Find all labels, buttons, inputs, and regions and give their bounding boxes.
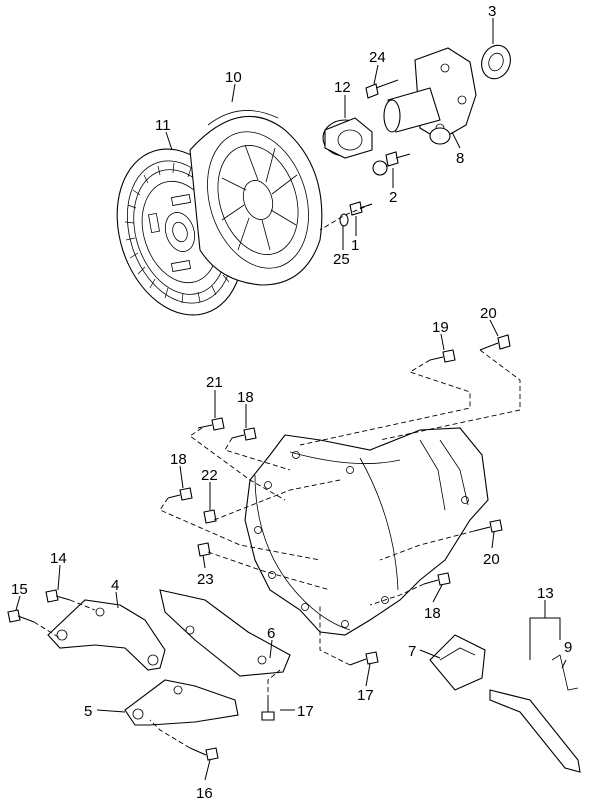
callout-6: 6 [267,625,275,642]
bolt-16 [189,747,219,761]
bolt-20-right [473,519,503,533]
callout-19: 19 [432,319,449,336]
spring-clip-9 [551,654,579,691]
callout-18-left: 18 [170,451,187,468]
callout-14: 14 [50,550,67,567]
callout-25: 25 [333,251,350,268]
bolt-14 [45,589,71,603]
callout-21: 21 [206,374,223,391]
bolt-17-bottom [261,700,275,721]
callout-18-upper: 18 [237,389,254,406]
callout-20-right: 20 [483,551,500,568]
callout-20-top: 20 [480,305,497,322]
callout-18-right: 18 [424,605,441,622]
nut-22 [203,509,217,524]
bolt-15 [7,609,35,623]
bolt-21 [197,417,225,431]
callout-13: 13 [537,585,554,602]
callout-1: 1 [351,237,359,254]
callout-22: 22 [201,467,218,484]
retainer-bolt-24 [365,79,399,99]
callout-11: 11 [155,117,171,134]
bearing [481,44,511,80]
assembly-guide-lines [33,203,521,749]
callout-2: 2 [389,189,397,206]
mount-7 [429,634,486,691]
bolt-19 [429,349,456,363]
callout-12: 12 [334,79,351,96]
bolt-2 [372,151,411,176]
bolt-20-top [479,334,511,351]
bolt-18-upper [231,427,257,441]
release-bearing [322,117,373,159]
callout-23: 23 [197,571,214,588]
bolt-18-right [423,572,451,586]
callout-numbers: 3 24 10 12 11 8 2 1 25 19 20 21 18 18 22… [11,3,572,802]
bolt-18-left [167,487,193,501]
callout-10: 10 [225,69,242,86]
callout-15: 15 [11,581,28,598]
callout-17-bottom: 17 [297,703,314,720]
callout-leaders [15,18,567,781]
bracket-5 [124,679,239,726]
callout-17-mid: 17 [357,687,374,704]
callout-24: 24 [369,49,386,66]
callout-9: 9 [564,639,572,656]
release-fork-13 [489,689,581,773]
clutch-cover [189,110,323,286]
callout-3: 3 [488,3,496,20]
callout-16: 16 [196,785,213,802]
bracket-6 [159,589,291,677]
callout-4: 4 [111,577,119,594]
bracket-4 [47,599,166,671]
callout-7: 7 [408,643,416,660]
callout-8: 8 [456,150,464,167]
callout-5: 5 [84,703,92,720]
nut-23 [197,542,211,557]
bolt-17-mid [349,651,379,666]
bearing-retainer [383,47,477,145]
transmission-housing [244,427,489,636]
